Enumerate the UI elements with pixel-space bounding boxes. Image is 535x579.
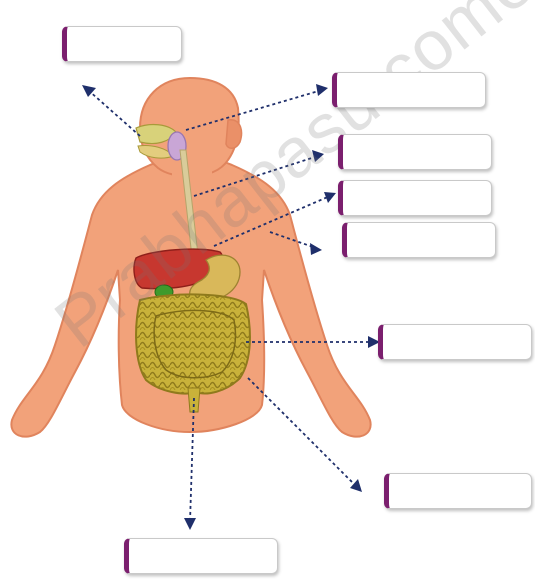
label-box-liver[interactable] — [338, 180, 492, 216]
label-box-stomach[interactable] — [342, 222, 496, 258]
label-box-mouth[interactable] — [62, 26, 182, 62]
label-box-esophagus[interactable] — [338, 134, 492, 170]
label-box-anus[interactable] — [124, 538, 278, 574]
arrowhead-stomach — [310, 243, 322, 255]
label-box-small-intestine[interactable] — [378, 324, 532, 360]
label-box-large-intestine[interactable] — [384, 473, 532, 509]
arrowhead-anus — [184, 518, 196, 530]
small-intestine — [154, 310, 235, 377]
label-box-salivary-glands[interactable] — [332, 72, 486, 108]
